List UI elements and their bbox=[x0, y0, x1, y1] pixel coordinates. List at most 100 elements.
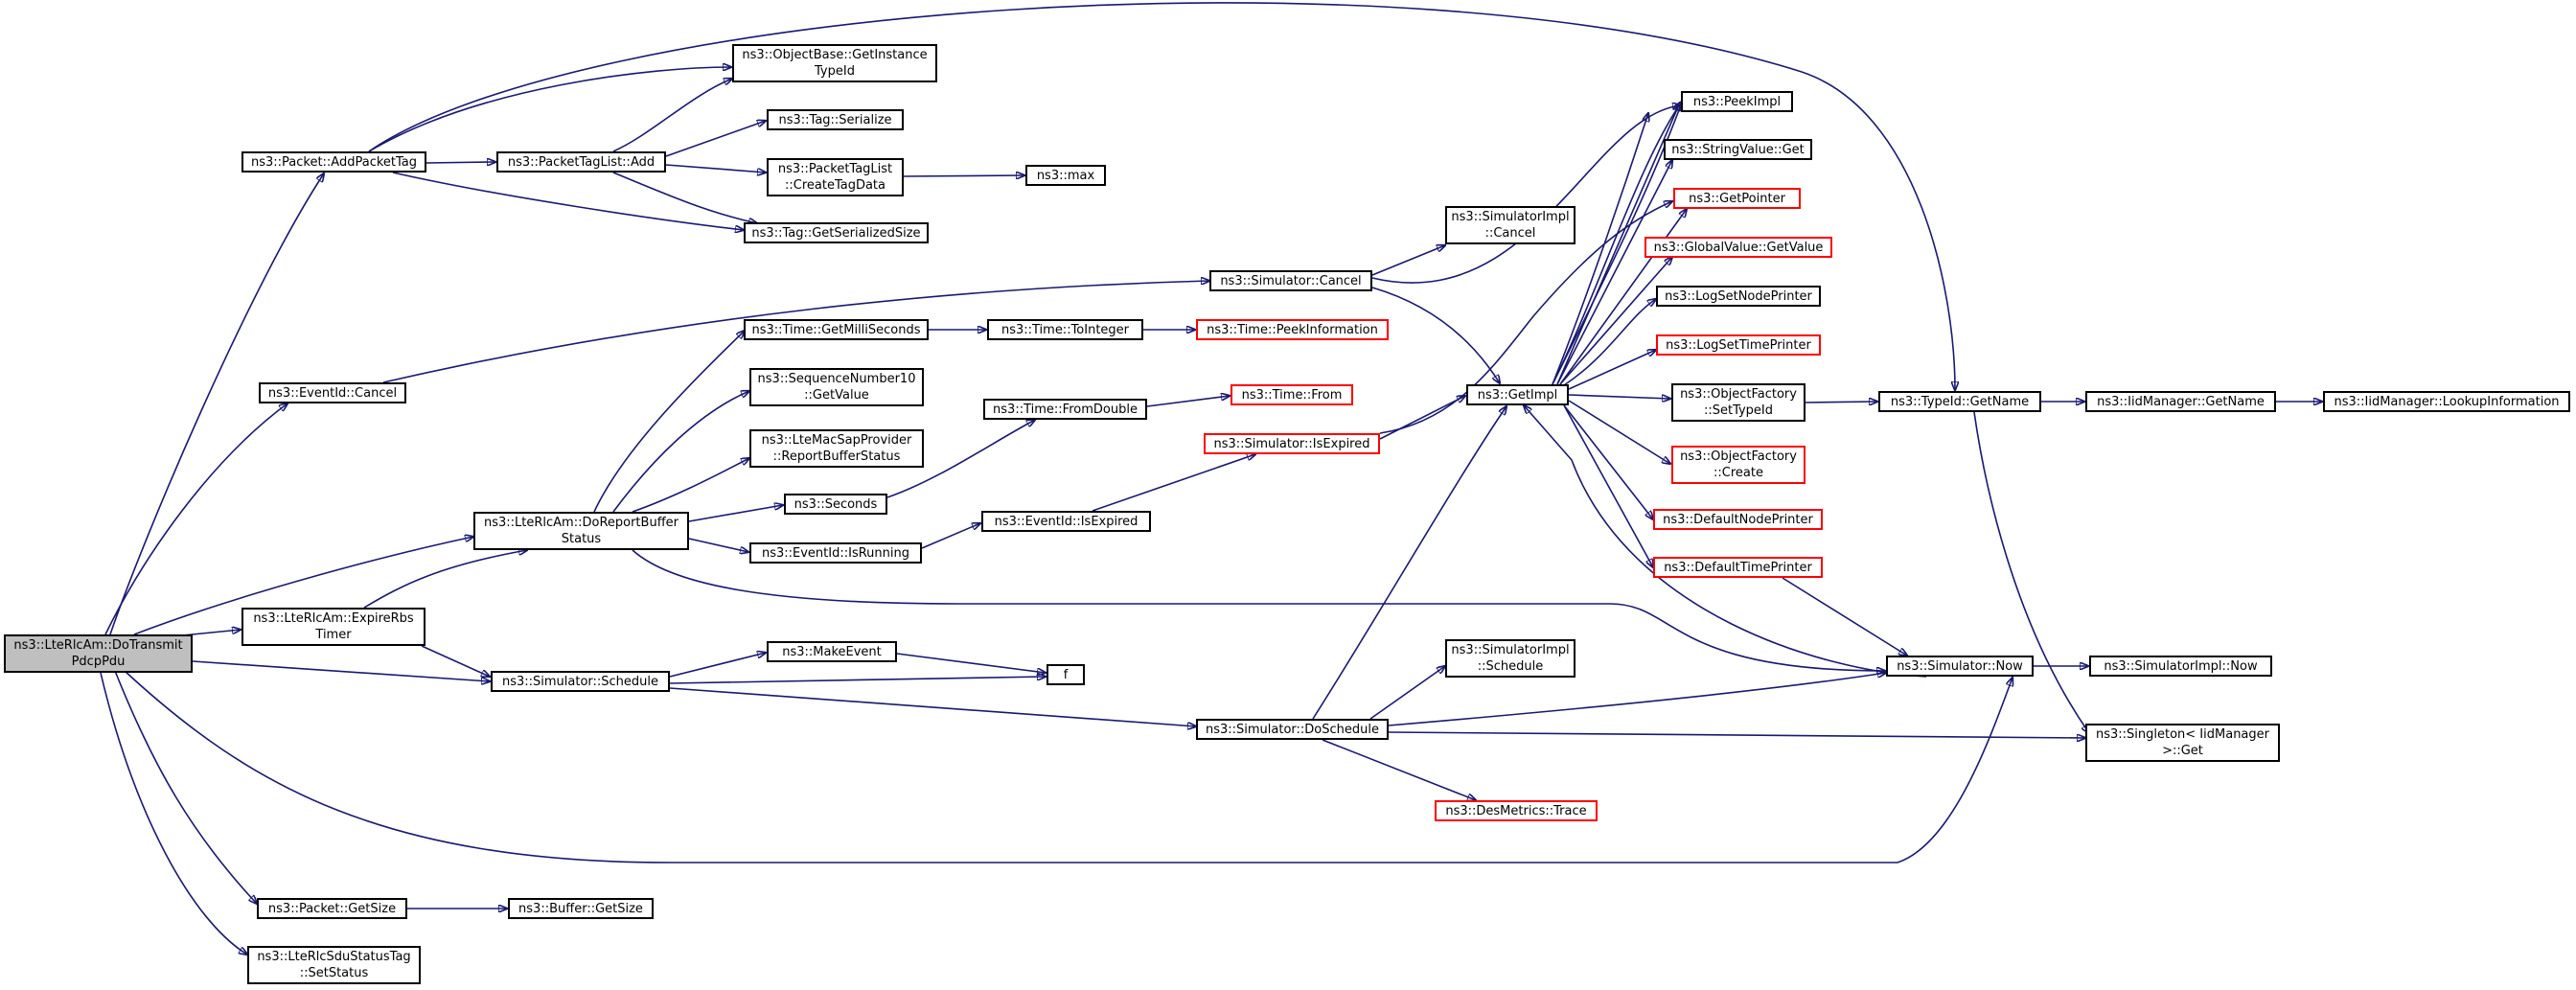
node-event-id-cancel[interactable]: ns3::EventId::Cancel bbox=[259, 382, 406, 403]
node-tag-get-serialized-size[interactable]: ns3::Tag::GetSerializedSize bbox=[744, 222, 929, 243]
call-edge bbox=[1524, 405, 1927, 678]
node-time-get-milliseconds[interactable]: ns3::Time::GetMilliSeconds bbox=[744, 319, 929, 340]
call-edge bbox=[1552, 102, 1682, 385]
node-expire-rbs-timer[interactable]: ns3::LteRlcAm::ExpireRbs Timer bbox=[242, 608, 426, 646]
node-buffer-get-size[interactable]: ns3::Buffer::GetSize bbox=[508, 898, 654, 919]
node-do-report-buffer-status[interactable]: ns3::LteRlcAm::DoReportBuffer Status bbox=[473, 512, 689, 550]
call-edge bbox=[1973, 411, 2089, 733]
node-sdu-status-tag-set-status[interactable]: ns3::LteRlcSduStatusTag ::SetStatus bbox=[247, 946, 421, 984]
node-simulator-is-expired[interactable]: ns3::Simulator::IsExpired bbox=[1204, 433, 1380, 454]
node-global-value-get-value[interactable]: ns3::GlobalValue::GetValue bbox=[1644, 237, 1832, 258]
node-string-value-get[interactable]: ns3::StringValue::Get bbox=[1664, 139, 1812, 160]
call-edge bbox=[886, 420, 1035, 498]
call-edge bbox=[114, 670, 257, 904]
node-get-pointer[interactable]: ns3::GetPointer bbox=[1673, 188, 1801, 209]
node-log-set-time-printer[interactable]: ns3::LogSetTimePrinter bbox=[1656, 334, 1821, 356]
call-edge bbox=[665, 121, 766, 157]
call-edge bbox=[1568, 394, 1670, 399]
call-edge bbox=[1782, 577, 1907, 656]
call-edge bbox=[192, 660, 490, 681]
node-time-peek-information[interactable]: ns3::Time::PeekInformation bbox=[1196, 319, 1389, 340]
call-edge bbox=[1563, 404, 1653, 519]
call-edge bbox=[368, 67, 731, 152]
call-edge bbox=[669, 687, 1196, 726]
node-f[interactable]: f bbox=[1046, 664, 1085, 685]
node-iid-manager-get-name[interactable]: ns3::IidManager::GetName bbox=[2085, 391, 2276, 412]
node-packet-get-size[interactable]: ns3::Packet::GetSize bbox=[257, 898, 407, 919]
call-edge bbox=[903, 175, 1024, 176]
call-edge bbox=[363, 550, 527, 609]
node-time-from-double[interactable]: ns3::Time::FromDouble bbox=[983, 399, 1147, 420]
node-peek-impl[interactable]: ns3::PeekImpl bbox=[1681, 91, 1793, 112]
node-simulator-now[interactable]: ns3::Simulator::Now bbox=[1886, 656, 2034, 677]
call-edge bbox=[104, 403, 288, 635]
node-report-buffer-status[interactable]: ns3::LteMacSapProvider ::ReportBufferSta… bbox=[749, 429, 924, 468]
node-root[interactable]: ns3::LteRlcAm::DoTransmit PdcpPdu bbox=[4, 634, 193, 673]
node-make-event[interactable]: ns3::MakeEvent bbox=[767, 641, 897, 662]
call-edge bbox=[688, 505, 783, 522]
call-edge bbox=[632, 458, 749, 513]
call-edge bbox=[688, 538, 748, 552]
call-edge bbox=[1568, 400, 1670, 464]
node-add-packet-tag[interactable]: ns3::Packet::AddPacketTag bbox=[242, 151, 426, 173]
call-edge bbox=[133, 537, 473, 635]
node-singleton-get[interactable]: ns3::Singleton< IidManager >::Get bbox=[2085, 724, 2280, 762]
node-default-time-printer[interactable]: ns3::DefaultTimePrinter bbox=[1653, 557, 1823, 578]
node-log-set-node-printer[interactable]: ns3::LogSetNodePrinter bbox=[1656, 286, 1821, 307]
call-edge bbox=[1371, 245, 1445, 276]
node-des-metrics-trace[interactable]: ns3::DesMetrics::Trace bbox=[1435, 800, 1598, 821]
call-edge bbox=[612, 79, 732, 152]
call-edge bbox=[896, 653, 1046, 673]
node-simulator-impl-cancel[interactable]: ns3::SimulatorImpl ::Cancel bbox=[1445, 206, 1576, 244]
node-simulator-cancel[interactable]: ns3::Simulator::Cancel bbox=[1209, 270, 1372, 291]
node-sequence-number-get-value[interactable]: ns3::SequenceNumber10 ::GetValue bbox=[749, 368, 924, 406]
call-edge bbox=[1369, 666, 1445, 720]
node-create-tag-data[interactable]: ns3::PacketTagList ::CreateTagData bbox=[767, 158, 904, 196]
node-packet-tag-list-add[interactable]: ns3::PacketTagList::Add bbox=[496, 151, 666, 173]
node-simulator-impl-now[interactable]: ns3::SimulatorImpl::Now bbox=[2089, 656, 2272, 677]
call-edge bbox=[669, 677, 1046, 684]
node-iid-manager-lookup-information[interactable]: ns3::IidManager::LookupInformation bbox=[2323, 391, 2570, 412]
call-edge bbox=[593, 331, 745, 513]
call-edge bbox=[368, 2, 1955, 390]
call-edge bbox=[100, 672, 247, 955]
call-edge bbox=[109, 173, 324, 635]
call-edge bbox=[1805, 402, 1877, 403]
node-event-id-is-running[interactable]: ns3::EventId::IsRunning bbox=[749, 542, 922, 564]
call-edge bbox=[1371, 287, 1500, 383]
node-default-node-printer[interactable]: ns3::DefaultNodePrinter bbox=[1653, 509, 1823, 530]
node-get-impl[interactable]: ns3::GetImpl bbox=[1466, 384, 1569, 405]
call-edge bbox=[612, 172, 757, 223]
call-edge bbox=[1559, 257, 1672, 385]
node-max[interactable]: ns3::max bbox=[1025, 165, 1106, 186]
call-edge bbox=[1388, 731, 2085, 738]
node-type-id-get-name[interactable]: ns3::TypeId::GetName bbox=[1878, 391, 2041, 412]
call-edge bbox=[1563, 299, 1656, 386]
call-edge bbox=[1312, 406, 1506, 720]
call-edge bbox=[665, 164, 766, 173]
call-edge bbox=[1552, 113, 1648, 385]
call-edge bbox=[426, 162, 495, 163]
node-event-id-is-expired[interactable]: ns3::EventId::IsExpired bbox=[981, 511, 1151, 532]
call-edge bbox=[632, 549, 1885, 671]
node-seconds[interactable]: ns3::Seconds bbox=[784, 494, 887, 515]
call-edge bbox=[669, 653, 766, 678]
call-edge bbox=[1092, 454, 1255, 512]
node-simulator-impl-schedule[interactable]: ns3::SimulatorImpl ::Schedule bbox=[1445, 639, 1576, 678]
call-edge bbox=[1379, 396, 1465, 440]
node-object-factory-create[interactable]: ns3::ObjectFactory ::Create bbox=[1671, 446, 1806, 484]
node-simulator-do-schedule[interactable]: ns3::Simulator::DoSchedule bbox=[1196, 719, 1389, 740]
node-time-from[interactable]: ns3::Time::From bbox=[1230, 384, 1353, 405]
call-edge bbox=[382, 281, 1209, 383]
call-edge bbox=[1552, 103, 1682, 385]
node-tag-serialize[interactable]: ns3::Tag::Serialize bbox=[767, 109, 904, 130]
call-edge bbox=[1568, 350, 1656, 390]
call-edge bbox=[392, 172, 744, 230]
node-get-instance-type-id[interactable]: ns3::ObjectBase::GetInstance TypeId bbox=[732, 44, 937, 82]
node-simulator-schedule[interactable]: ns3::Simulator::Schedule bbox=[491, 671, 670, 692]
node-time-to-integer[interactable]: ns3::Time::ToInteger bbox=[987, 319, 1143, 340]
call-edge bbox=[1388, 673, 1886, 726]
node-object-factory-set-type-id[interactable]: ns3::ObjectFactory ::SetTypeId bbox=[1671, 383, 1806, 422]
call-edge bbox=[921, 523, 980, 549]
